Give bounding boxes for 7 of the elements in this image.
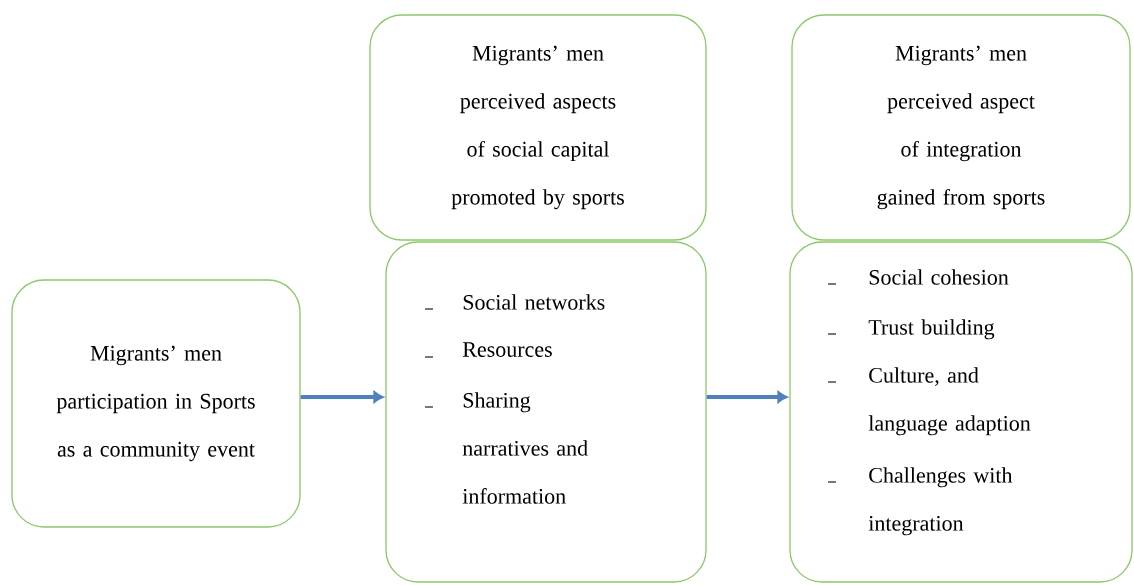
arrow: [706, 391, 788, 403]
text-box: Migrants’ men participation in Sports as a community event: [11, 279, 301, 528]
arrow: [300, 391, 384, 403]
bullet-list-box: Social networks Resources Sharing narratives and information: [385, 241, 707, 583]
text-box: Migrants’ men perceived aspect of integration gained from sports: [791, 14, 1131, 241]
text-box: Migrants’ men perceived aspects of social capital promoted by sports: [369, 14, 707, 241]
bullet-list-box: Social cohesion Trust building Culture, and language adaption Challenges with integration: [789, 241, 1133, 583]
